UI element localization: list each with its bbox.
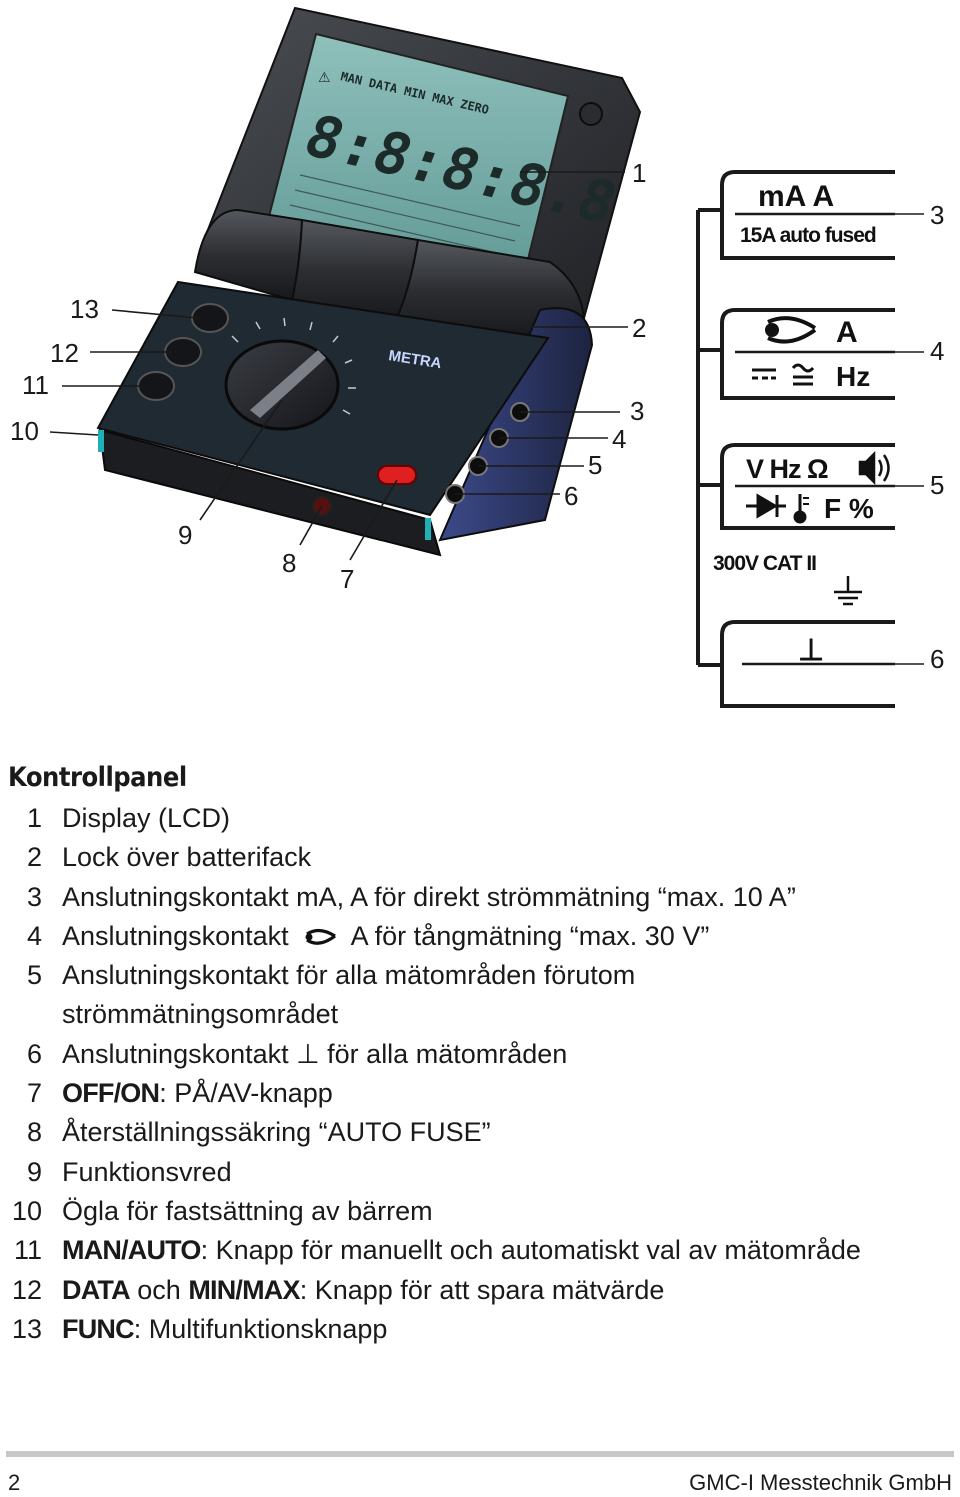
legend-text: Ögla för fastsättning av bärrem bbox=[62, 1196, 433, 1226]
right-callout-6: 6 bbox=[930, 644, 944, 674]
callout-7: 7 bbox=[340, 564, 354, 594]
callout-12: 12 bbox=[50, 338, 79, 368]
warning-icon: ⚠ bbox=[318, 69, 331, 85]
function-rotary-switch[interactable] bbox=[224, 339, 340, 431]
legend-number: 4 bbox=[26, 921, 42, 951]
jack-clamp-a-label: A bbox=[836, 316, 858, 349]
jack-v-hz-ohm: V Hz Ω F % bbox=[720, 443, 895, 530]
lid-latch bbox=[579, 102, 603, 126]
jack-ma-a: mA A 15A auto fused bbox=[720, 170, 895, 260]
jack-ma-a-label: mA A bbox=[758, 180, 834, 213]
legend-keyword: MAN/AUTO bbox=[62, 1235, 201, 1265]
jack-hz-label: Hz bbox=[836, 361, 870, 392]
legend-text: Anslutningskontakt mA, A för direkt strö… bbox=[62, 882, 796, 912]
legend-text-mid: och bbox=[129, 1275, 189, 1305]
legend-number: 1 bbox=[26, 803, 42, 833]
legend-text-rest: : Knapp för att spara mätvärde bbox=[299, 1275, 665, 1305]
legend-text: FUNC: Multifunktionsknapp bbox=[62, 1309, 387, 1349]
earth-ground-icon bbox=[834, 576, 862, 606]
legend-number: 13 bbox=[11, 1314, 42, 1344]
legend-text-rest: : Multifunktionsknapp bbox=[133, 1314, 388, 1344]
leader-lines bbox=[49, 171, 628, 561]
device-base bbox=[98, 428, 442, 557]
legend-text-rest: : Knapp för manuellt och automatiskt val… bbox=[200, 1235, 861, 1265]
dial-tick-marks bbox=[231, 317, 356, 415]
legend-number: 5 bbox=[26, 960, 42, 990]
footer-rule bbox=[6, 1451, 954, 1457]
callout-4: 4 bbox=[612, 424, 626, 454]
callout-2: 2 bbox=[632, 313, 646, 343]
legend-text-rest: : PÅ/AV-knapp bbox=[159, 1078, 333, 1108]
legend-text: Funktionsvred bbox=[62, 1157, 232, 1187]
legend-keyword: FUNC bbox=[62, 1314, 135, 1344]
legend-text: Anslutningskontakt A för tångmätning “max… bbox=[62, 916, 709, 956]
legend-text-pre: Anslutningskontakt bbox=[62, 921, 289, 951]
legend-keyword-2: MIN/MAX bbox=[188, 1275, 300, 1305]
page-number: 2 bbox=[8, 1470, 21, 1495]
callout-9: 9 bbox=[178, 520, 192, 550]
diode-icon bbox=[746, 493, 786, 519]
right-callout-4: 4 bbox=[930, 336, 944, 366]
legend-text: Anslutningskontakt för alla mätområden f… bbox=[62, 960, 636, 990]
legend-text-post: A för tångmätning “max. 30 V” bbox=[350, 921, 710, 951]
callout-3: 3 bbox=[630, 396, 644, 426]
legend-number: 11 bbox=[13, 1235, 42, 1265]
clamp-icon bbox=[765, 316, 817, 344]
legend-text: Anslutningskontakt ⊥ för alla mätområden bbox=[62, 1039, 568, 1069]
legend-text: DATA och MIN/MAX: Knapp för att spara mä… bbox=[62, 1270, 664, 1310]
legend-title: Kontrollpanel bbox=[8, 762, 187, 793]
legend-number: 6 bbox=[26, 1039, 42, 1069]
clamp-icon bbox=[305, 928, 336, 945]
right-callout-3: 3 bbox=[930, 200, 944, 230]
strap-eyelet-left bbox=[98, 430, 104, 452]
legend-number: 8 bbox=[26, 1117, 42, 1147]
jack-ground-label: ⊥ bbox=[798, 634, 824, 667]
legend-text: Lock över batterifack bbox=[62, 842, 312, 872]
jack-clamp: A Hz bbox=[720, 308, 895, 400]
legend-number: 10 bbox=[11, 1196, 42, 1226]
legend-number: 2 bbox=[26, 842, 42, 872]
legend-text: OFF/ON: PÅ/AV-knapp bbox=[62, 1073, 333, 1113]
jack-fused-label: 15A auto fused bbox=[740, 224, 876, 247]
jack-vhz-label: V Hz Ω bbox=[746, 454, 828, 484]
legend-number: 9 bbox=[26, 1157, 42, 1187]
legend-keyword: OFF/ON bbox=[62, 1078, 160, 1108]
multimeter-figure: MAN DATA MIN MAX ZERO 8:8:8:8.8 ⚠ bbox=[10, 6, 944, 708]
jack-diagram: mA A 15A auto fused A Hz bbox=[696, 170, 944, 708]
callout-1: 1 bbox=[632, 158, 646, 188]
callout-labels: 1 2 3 4 5 6 7 8 9 10 11 12 13 bbox=[10, 158, 646, 594]
callout-8: 8 bbox=[282, 548, 296, 578]
jack-f-percent-label: F % bbox=[824, 493, 874, 524]
company-name: GMC-I Messtechnik GmbH bbox=[689, 1470, 952, 1495]
cat-rating-label: 300V CAT II bbox=[713, 552, 816, 575]
legend-number: 3 bbox=[26, 882, 42, 912]
thermometer-icon bbox=[793, 494, 809, 524]
legend-number: 12 bbox=[11, 1275, 42, 1305]
legend-text: Återställningssäkring “AUTO FUSE” bbox=[62, 1117, 491, 1147]
on-off-button[interactable] bbox=[377, 465, 417, 485]
callout-10: 10 bbox=[10, 416, 39, 446]
legend-number: 7 bbox=[26, 1078, 42, 1108]
dc-icon bbox=[752, 368, 776, 380]
right-callout-5: 5 bbox=[930, 470, 944, 500]
legend-text: MAN/AUTO: Knapp för manuellt och automat… bbox=[62, 1230, 861, 1270]
strap-eyelet-right bbox=[425, 518, 431, 540]
callout-13: 13 bbox=[70, 294, 99, 324]
callout-11: 11 bbox=[22, 370, 49, 400]
speaker-icon bbox=[858, 450, 890, 486]
hinge bbox=[193, 208, 585, 342]
callout-5: 5 bbox=[588, 450, 602, 480]
device-side bbox=[438, 307, 594, 542]
ac-dc-icon bbox=[791, 363, 815, 386]
legend-keyword: DATA bbox=[62, 1275, 131, 1305]
callout-6: 6 bbox=[564, 481, 578, 511]
legend-text: Display (LCD) bbox=[62, 803, 231, 833]
jack-common: ⊥ bbox=[720, 620, 895, 708]
multimeter-device: MAN DATA MIN MAX ZERO 8:8:8:8.8 ⚠ bbox=[96, 6, 642, 557]
legend-text: strömmätningsområdet bbox=[62, 999, 339, 1029]
